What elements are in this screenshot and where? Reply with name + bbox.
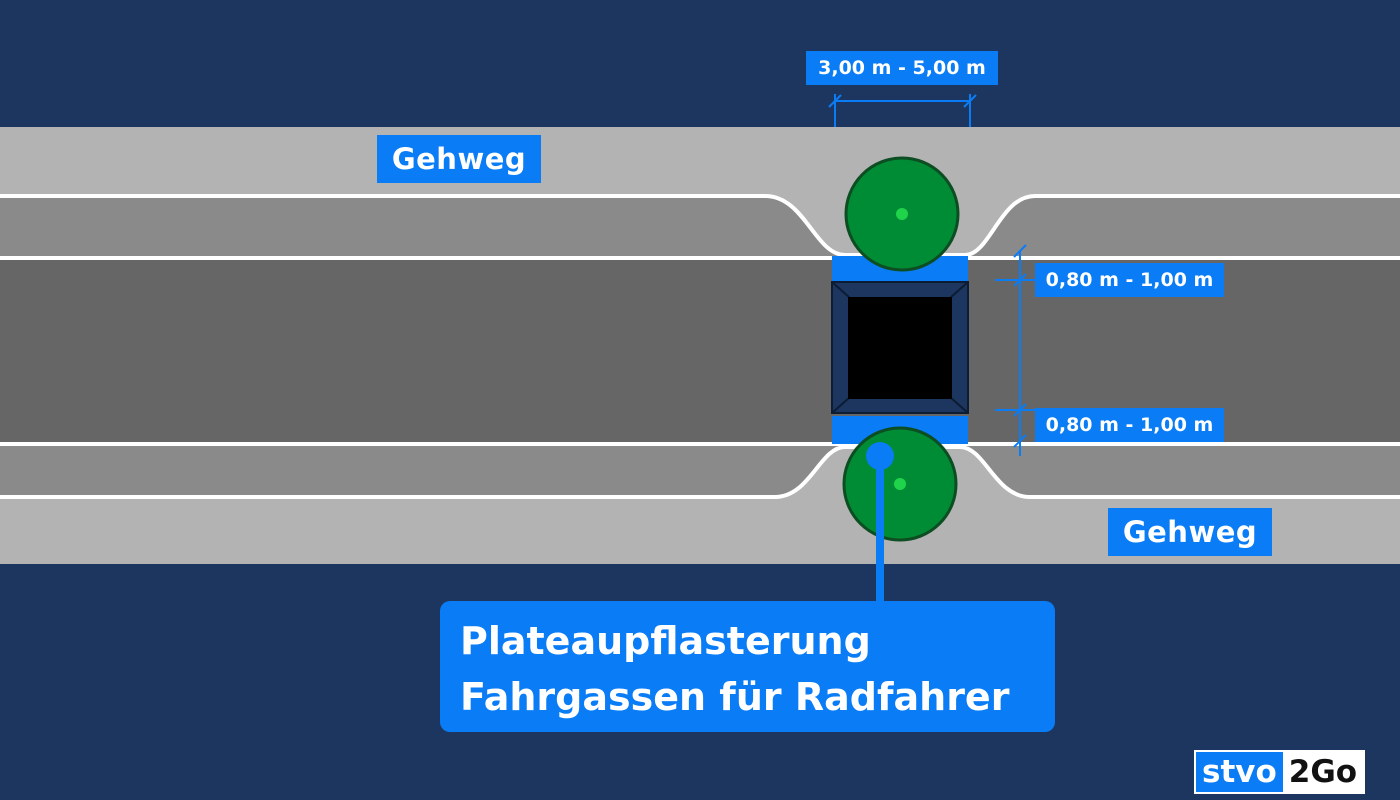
callout-box: Plateaupflasterung Fahrgassen für Radfah… — [440, 601, 1055, 732]
plateau — [848, 297, 952, 399]
cycle-lane-lower-width-label: 0,80 m - 1,00 m — [1035, 408, 1224, 442]
upper-curb-line — [0, 194, 1400, 257]
callout-line-2: Fahrgassen für Radfahrer — [460, 675, 1010, 719]
plateau-width-label: 3,00 m - 5,00 m — [806, 51, 998, 85]
callout-line-1: Plateaupflasterung — [460, 619, 871, 663]
tree-bottom-center — [894, 478, 906, 490]
sidewalk-label-bottom: Gehweg — [1108, 508, 1272, 556]
width-dimension-line — [828, 94, 977, 127]
cycle-lane-upper-width-label: 0,80 m - 1,00 m — [1035, 263, 1224, 297]
lower-parking-lane — [0, 444, 1400, 497]
tree-top-center — [896, 208, 908, 220]
logo-part-2: 2Go — [1282, 752, 1364, 792]
upper-parking-lane — [0, 196, 1400, 258]
sidewalk-label-top: Gehweg — [377, 135, 541, 183]
stvo2go-logo: stvo 2Go — [1194, 750, 1366, 794]
lane-dimension-line — [995, 244, 1035, 456]
callout-pointer-dot — [866, 442, 894, 470]
logo-part-1: stvo — [1196, 752, 1283, 792]
